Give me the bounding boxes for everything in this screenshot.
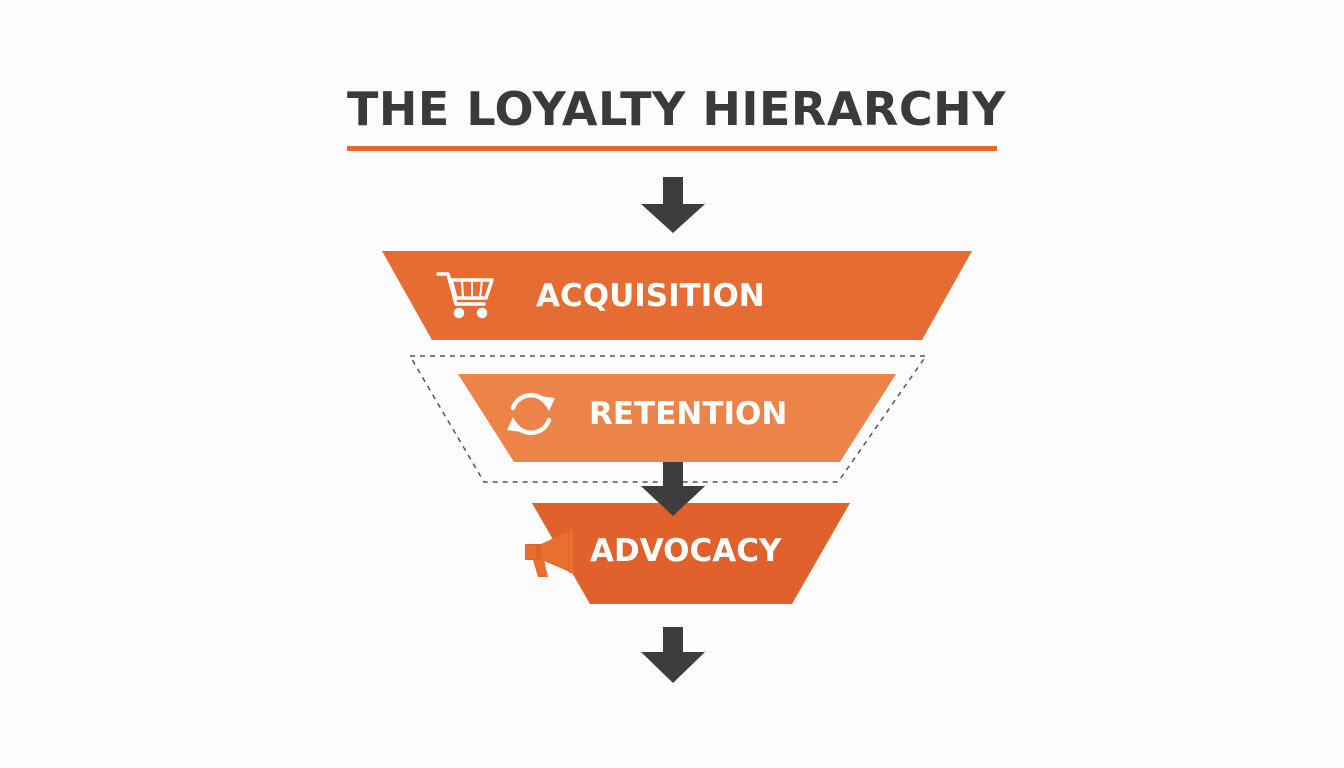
page-title: THE LOYALTY HIERARCHY	[347, 82, 1006, 136]
arrow-down-icon	[641, 486, 705, 516]
stage-label-retention: RETENTION	[589, 396, 788, 432]
stage-advocacy-band	[532, 503, 850, 604]
refresh-cycle-icon	[507, 392, 555, 436]
stage-label-acquisition: ACQUISITION	[536, 278, 765, 314]
shopping-cart-icon	[436, 272, 494, 319]
arrow-down-icon	[641, 177, 705, 233]
retention-dashed-outline	[408, 355, 928, 483]
title-underline	[347, 146, 997, 151]
stage-retention-band	[458, 374, 896, 462]
megaphone-icon	[525, 530, 573, 577]
stage-label-advocacy: ADVOCACY	[590, 533, 782, 569]
stage-acquisition-band	[382, 251, 972, 340]
arrow-down-icon	[641, 627, 705, 683]
